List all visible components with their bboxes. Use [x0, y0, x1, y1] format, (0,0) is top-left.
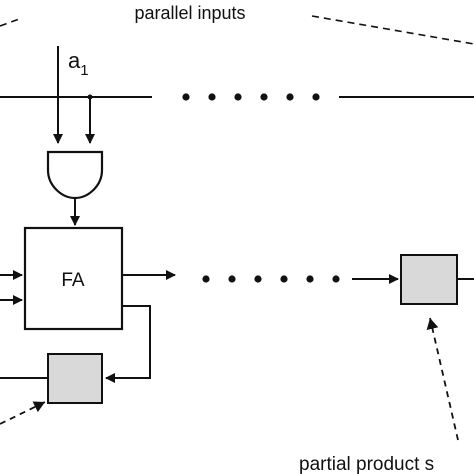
parallel-inputs-label: parallel inputs [134, 3, 245, 23]
partial-product-label: partial product s [299, 454, 434, 474]
bus-tap-junction [87, 94, 93, 100]
output-ellipsis [202, 275, 340, 283]
input-a-label: a1 [68, 48, 89, 79]
parallel-inputs-brace-right [311, 15, 474, 45]
bus-ellipsis [182, 93, 320, 101]
register-icon [400, 254, 458, 305]
register-left-pointer [0, 401, 46, 425]
register-icon [47, 353, 103, 404]
and-gate-icon [46, 150, 104, 200]
full-adder-label: FA [61, 270, 85, 291]
full-adder-block [23, 226, 124, 331]
register-right-pointer [426, 317, 459, 441]
parallel-inputs-brace-left [0, 17, 23, 27]
carry-feedback-line [105, 305, 151, 383]
